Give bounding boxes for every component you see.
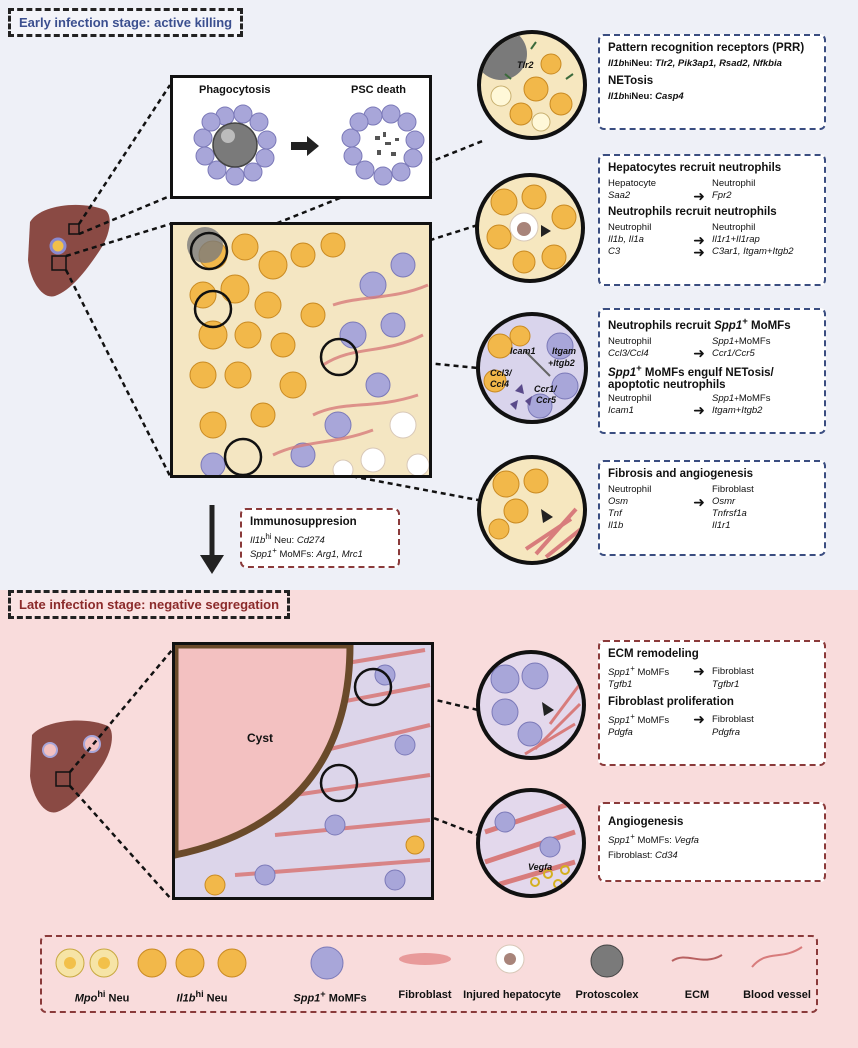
arrow-icon: ➜: [693, 231, 705, 248]
early-liver-icon: [28, 204, 110, 297]
late-tissue-illustration: [175, 645, 431, 896]
legend-blood-vessel: Blood vessel: [743, 989, 811, 1001]
angiogenesis-box: Angiogenesis Spp1+ MoMFs: Vegfa Fibrobla…: [598, 802, 826, 882]
neu-recruit-heading: Neutrophils recruit neutrophils: [608, 206, 777, 218]
late-tissue-frame: Cyst: [172, 642, 434, 900]
hep-recruit-heading: Hepatocytes recruit neutrophils: [608, 162, 782, 174]
legend-protoscolex: Protoscolex: [575, 989, 639, 1001]
ecm-box: ECM remodeling Spp1+ MoMFs➜Fibroblast Tg…: [598, 640, 826, 766]
fibroblast-prolif-heading: Fibroblast proliferation: [608, 696, 734, 709]
ccr1-label: Ccr1/: [534, 384, 557, 394]
netosis-heading: NETosis: [608, 75, 654, 87]
tlr2-label: Tlr2: [517, 60, 534, 70]
legend-ecm: ECM: [684, 989, 710, 1001]
immunosuppression-box: Immunosuppresion Il1bhi Neu: Cd274 Spp1+…: [240, 508, 400, 568]
zoom-circle-angio: Vegfa: [476, 788, 586, 898]
recruit-momf-box: Neutrophils recruit Spp1+ MoMFs Neutroph…: [598, 308, 826, 434]
zoom-circle-fibrosis: [477, 455, 587, 565]
psc-death-label: PSC death: [351, 84, 407, 96]
early-stage-title: Early infection stage: active killing: [8, 8, 244, 37]
fibrosis-heading: Fibrosis and angiogenesis: [608, 468, 754, 480]
immunosuppression-heading: Immunosuppresion: [250, 516, 357, 528]
prr-box: Pattern recognition receptors (PRR) Il1b…: [598, 34, 826, 130]
early-tissue-frame: [170, 222, 432, 478]
arrow-icon: ➜: [693, 187, 705, 204]
arrow-icon: ➜: [693, 711, 705, 728]
arrow-icon: ➜: [693, 493, 705, 510]
phagocytosis-label: Phagocytosis: [199, 84, 271, 96]
zoom-circle-ecm: [476, 650, 586, 760]
legend: Mpohi Neu Il1bhi Neu Spp1+ MoMFs Fibrobl…: [40, 935, 818, 1013]
phagocytosis-frame: Phagocytosis PSC death: [170, 75, 432, 199]
prr-heading: Pattern recognition receptors (PRR): [608, 42, 805, 54]
legend-mpo-neu: Mpohi Neu: [74, 989, 130, 1005]
ecm-heading: ECM remodeling: [608, 648, 699, 660]
zoom-circle-recruit: [475, 173, 585, 283]
legend-spp1-momf: Spp1+ MoMFs: [293, 989, 367, 1005]
late-stage-title: Late infection stage: negative segregati…: [8, 590, 291, 619]
late-liver-icon: [30, 720, 112, 813]
recruit-neutrophils-box: Hepatocytes recruit neutrophils Hepatocy…: [598, 154, 826, 286]
vegfa-label: Vegfa: [528, 862, 553, 872]
angiogenesis-heading: Angiogenesis: [608, 816, 684, 828]
ccl4-label: Ccl4: [490, 379, 510, 389]
arrow-icon: ➜: [693, 402, 705, 419]
phagocytosis-illustration: [193, 104, 425, 186]
legend-il1b-neu: Il1bhi Neu: [176, 989, 228, 1005]
engulf-heading-2: apoptotic neutrophils: [608, 378, 726, 391]
neu-recruit-momf-heading: Neutrophils recruit Spp1+ MoMFs: [608, 316, 791, 332]
cyst-label: Cyst: [247, 731, 274, 745]
arrow-icon: ➜: [693, 345, 705, 362]
arrow-icon: ➜: [693, 663, 705, 680]
zoom-circle-prr: Tlr2: [477, 30, 587, 140]
early-tissue-illustration: [187, 227, 429, 475]
legend-injured-hepatocyte: Injured hepatocyte: [463, 989, 561, 1001]
arrow-icon: ➜: [693, 243, 705, 260]
ccr5-label: Ccr5: [536, 395, 557, 405]
engulf-heading: Spp1+ MoMFs engulf NETosis/: [608, 362, 774, 379]
itgb2-label: +Itgb2: [548, 358, 575, 368]
ccl3-label: Ccl3/: [490, 368, 512, 378]
icam1-label: Icam1: [510, 346, 536, 356]
zoom-circle-momf: Icam1 Itgam +Itgb2 Ccl3/ Ccl4 Ccr1/ Ccr5: [476, 312, 588, 424]
itgam-label: Itgam: [552, 346, 577, 356]
legend-fibroblast: Fibroblast: [398, 989, 452, 1001]
